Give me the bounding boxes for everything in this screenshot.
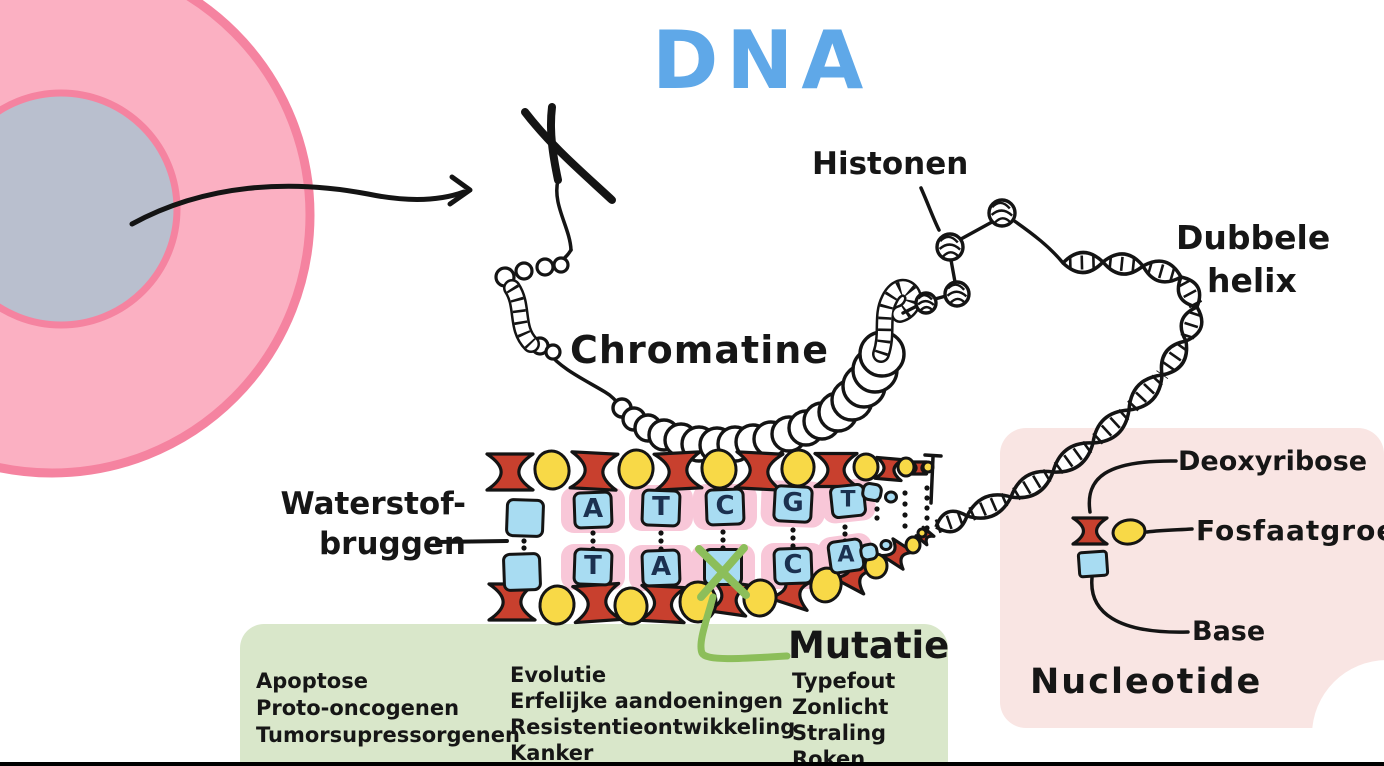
label-histonen: Histonen bbox=[812, 146, 969, 182]
base-letter: C bbox=[783, 549, 803, 580]
list-item: Proto-oncogenen bbox=[256, 696, 460, 720]
mutation-cross-mark bbox=[695, 544, 791, 663]
mutation-connector-line bbox=[697, 593, 791, 663]
base-letter: G bbox=[782, 487, 804, 518]
ladder-end-cap bbox=[435, 453, 943, 544]
waterstof-pointer-line bbox=[435, 539, 509, 544]
base-letter: A bbox=[650, 551, 672, 582]
base-letter: C bbox=[715, 490, 735, 521]
label-mutatie-heading: Mutatie bbox=[788, 624, 950, 667]
base-letter: A bbox=[837, 542, 855, 568]
list-item: Erfelijke aandoeningen bbox=[510, 689, 783, 713]
list-item: Evolutie bbox=[510, 663, 607, 687]
label-nucleotide-heading: Nucleotide bbox=[1030, 662, 1263, 702]
nucleotide-glyph bbox=[1071, 459, 1194, 634]
label-fosfaatgroep: Fosfaatgroep bbox=[1196, 514, 1384, 547]
list-item: Straling bbox=[792, 721, 887, 745]
base-letter: T bbox=[840, 487, 856, 513]
list-item: Typefout bbox=[792, 669, 896, 693]
fosfaatgroep-pointer-line bbox=[1145, 527, 1194, 534]
label-waterstofbruggen: Waterstof- bruggen bbox=[270, 484, 466, 564]
histonen-pointer-line bbox=[919, 186, 941, 232]
bottom-black-bar bbox=[0, 762, 1384, 766]
nucleus-to-dna-arrow bbox=[129, 174, 473, 227]
label-waterstofbruggen-line2: bruggen bbox=[318, 526, 466, 562]
deoxyribose-pointer-line bbox=[1087, 459, 1178, 514]
base-pointer-line bbox=[1090, 576, 1190, 634]
dna-damage-panel bbox=[240, 624, 948, 766]
base-letter: A bbox=[582, 493, 604, 524]
double-helix bbox=[933, 250, 1204, 534]
cell-illustration bbox=[0, 0, 315, 478]
label-chromatine: Chromatine bbox=[570, 328, 830, 372]
list-item: Kanker bbox=[510, 741, 594, 765]
base-letter: T bbox=[584, 550, 602, 581]
label-deoxyribose: Deoxyribose bbox=[1178, 446, 1368, 477]
chromosome-and-chromatin bbox=[521, 103, 941, 409]
list-item: Apoptose bbox=[256, 669, 368, 693]
list-mutation-causes: Typefout Zonlicht Straling Roken bbox=[792, 668, 895, 766]
list-mutation-effects: Evolutie Erfelijke aandoeningen Resisten… bbox=[510, 662, 795, 766]
base-pair-ladder bbox=[485, 448, 936, 626]
label-waterstofbruggen-line1: Waterstof- bbox=[280, 486, 466, 522]
list-cell-defense: Apoptose Proto-oncogenen Tumorsupressorg… bbox=[256, 668, 520, 749]
page-title: DNA bbox=[652, 14, 872, 107]
nucleotide-panel bbox=[1000, 428, 1384, 728]
label-base: Base bbox=[1192, 616, 1266, 647]
list-item: Roken bbox=[792, 747, 866, 766]
base-letter: T bbox=[652, 491, 670, 522]
list-item: Resistentieontwikkeling bbox=[510, 715, 796, 739]
chromatin-coil-layer bbox=[494, 198, 1065, 464]
list-item: Tumorsupressorgenen bbox=[256, 723, 520, 747]
list-item: Zonlicht bbox=[792, 695, 889, 719]
label-dubbele-helix-line1: Dubbele bbox=[1176, 218, 1331, 257]
label-dubbele-helix-line2: helix bbox=[1207, 261, 1297, 300]
